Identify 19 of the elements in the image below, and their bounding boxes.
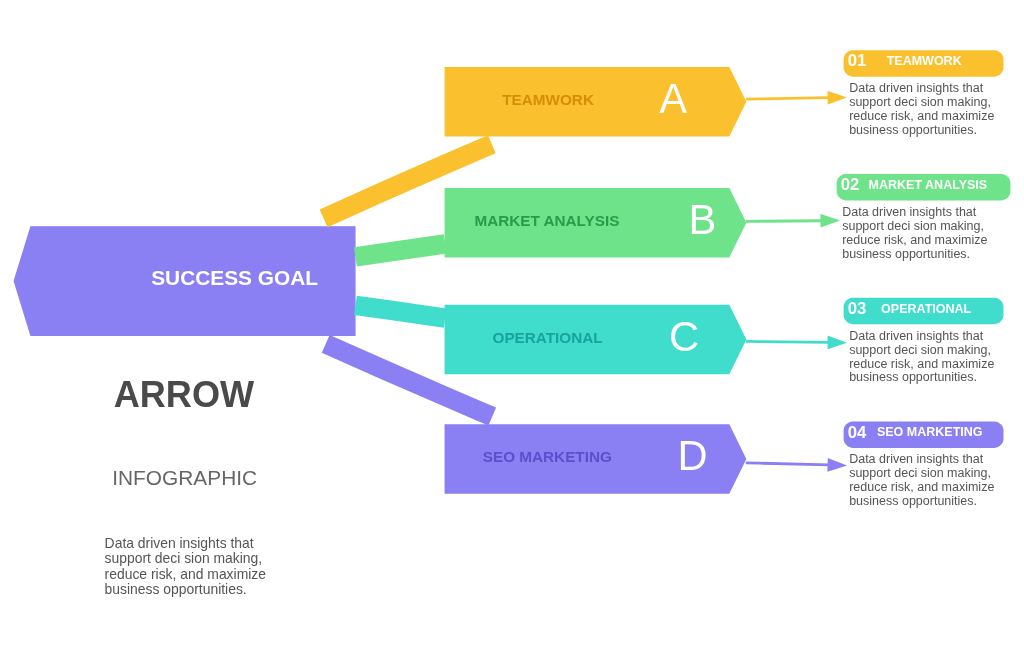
node-box: 02 MARKET ANALYSIS (836, 174, 1011, 201)
node-label: Data driven insights that support deci sion making, reduce risk, and maximize business opportunities. (849, 81, 995, 137)
arrow (745, 90, 848, 105)
node-label: Data driven insights that support deci sion making, reduce risk, and maximize business opportunities. (842, 204, 988, 261)
connector (319, 135, 496, 228)
connector (354, 234, 447, 267)
node-label: Data driven insights that support deci sion making, reduce risk, and maximize business opportunities. (849, 452, 995, 509)
connector (321, 334, 497, 426)
connector (354, 295, 447, 328)
arrow (745, 458, 848, 472)
node-box: 01 TEAMWORK (843, 50, 1004, 77)
node-box: 04 SEO MARKETING (843, 421, 1004, 448)
node-box: 03 OPERATIONAL (843, 297, 1004, 325)
label: Data driven insights that support deci sion making, reduce risk, and maximize business opportunities. (104, 535, 266, 597)
label: ARROW (113, 373, 255, 415)
arrow (745, 213, 840, 228)
label: INFOGRAPHIC (112, 465, 258, 489)
arrow (745, 335, 848, 350)
node-label: Data driven insights that support deci sion making, reduce risk, and maximize business opportunities. (849, 328, 995, 385)
